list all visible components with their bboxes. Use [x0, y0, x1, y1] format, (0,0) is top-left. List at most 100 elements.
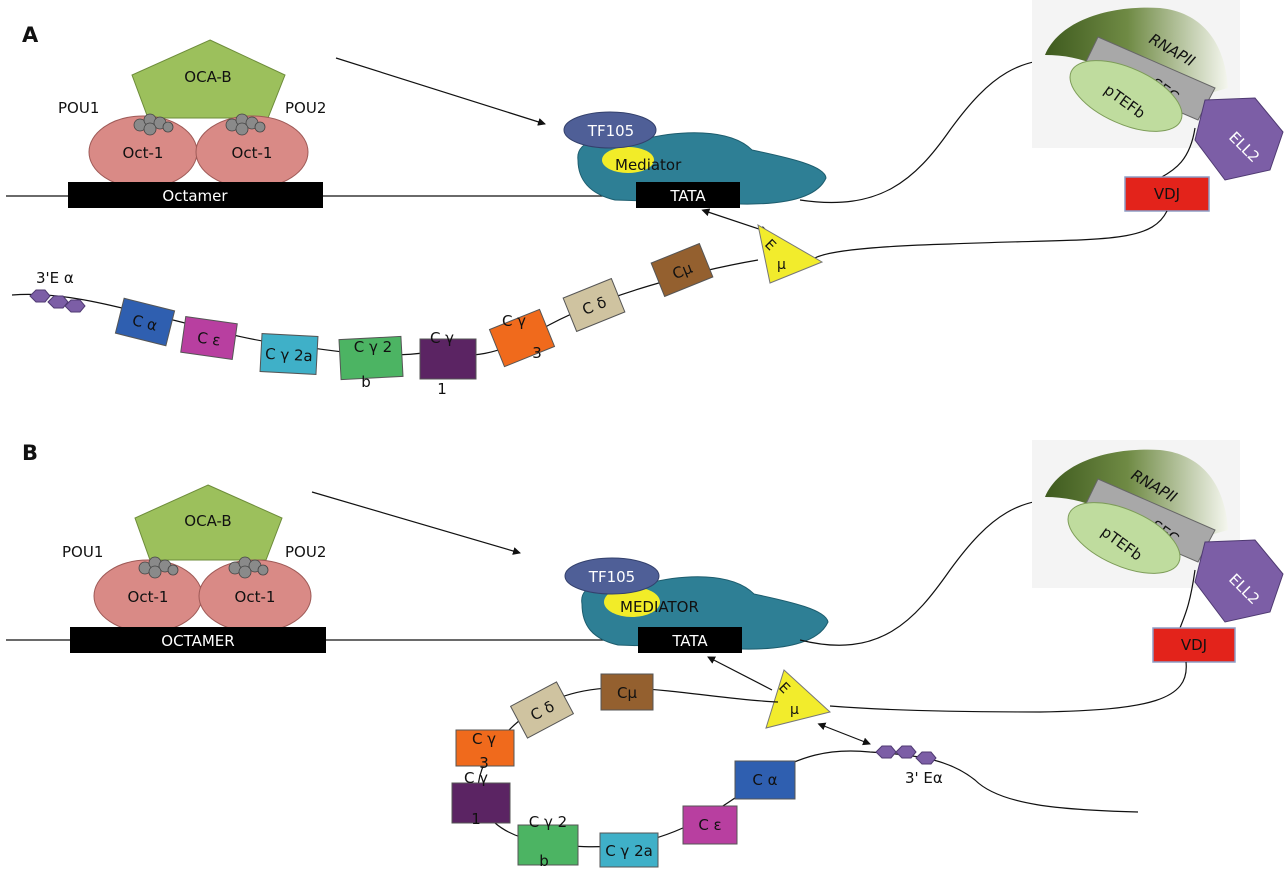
oca-b-label: OCA-B [184, 512, 231, 530]
octamer-box [70, 627, 326, 653]
c-alpha-segment [734, 760, 796, 800]
c-gamma1-label-top: C γ [464, 769, 488, 787]
vdj-to-emu-wire [829, 661, 1187, 713]
pou2-linker [228, 556, 269, 579]
c-gamma1-segment [419, 338, 477, 380]
c-gamma3-label-top: C γ [502, 312, 526, 330]
ptefb-factor [1069, 60, 1183, 132]
mediator-highlight [602, 147, 654, 173]
c-gamma2a-label: C γ 2a [605, 842, 653, 860]
octamer-box [68, 182, 323, 208]
panel-b-label: B [22, 441, 38, 465]
pou1-linker [138, 556, 179, 579]
pou2-linker [225, 113, 266, 136]
c-alpha-label: C α [752, 771, 777, 789]
tata-label: TATA [669, 187, 706, 205]
c-alpha-segment: C α [114, 297, 176, 347]
c-gamma3-label-top: C γ [472, 730, 496, 748]
c-epsilon-segment: C ε [180, 315, 238, 361]
octamer-label: Octamer [162, 187, 228, 205]
tata-box [636, 182, 740, 208]
emu-3e-arrow [817, 722, 871, 746]
mediator-label: MEDIATOR [620, 598, 699, 616]
enhancer-3-alpha-hexagons [29, 289, 86, 313]
c-gamma2b-label-bottom: b [361, 373, 371, 391]
mediator-label: Mediator [615, 156, 682, 174]
emu-tata-arrow [707, 656, 773, 691]
tata-emu-arrow [701, 208, 769, 234]
vdj-label: VDJ [1154, 185, 1180, 203]
e-mu-label-bottom: μ [790, 702, 799, 718]
c-gamma2b-label-bottom: b [539, 852, 549, 869]
pou1-label: POU1 [58, 99, 99, 117]
tata-box [638, 627, 742, 653]
c-gamma1-label-top: C γ [430, 329, 454, 347]
c-alpha-label: C α [130, 311, 159, 335]
c-gamma3-label-bottom: 3 [479, 754, 489, 772]
tata-label: TATA [671, 632, 708, 650]
c-gamma1-label-bottom: 1 [437, 380, 447, 398]
oca-b-label: OCA-B [184, 68, 231, 86]
c-mu-segment: Cμ [650, 242, 714, 298]
pou1-linker [133, 113, 174, 136]
octamer-label: OCTAMER [161, 632, 234, 650]
panel-a-label: A [22, 23, 39, 47]
oct1-right-label: Oct-1 [232, 144, 273, 162]
c-gamma2a-label: C γ 2a [265, 345, 314, 365]
tf105-label: TF105 [588, 568, 635, 586]
panel-b: B OCA-B Oct-1 Oct-1 POU1 POU2 OCTAMER TF… [6, 440, 1284, 869]
pou2-label: POU2 [285, 99, 326, 117]
vdj-label: VDJ [1181, 636, 1207, 654]
vdj-link-wire [1179, 569, 1196, 629]
c-delta-segment: C δ [562, 277, 626, 333]
c-epsilon-label: C ε [196, 328, 222, 349]
vdj-segment [1152, 627, 1236, 663]
e-mu-enhancer [765, 669, 832, 729]
oct1-left-label: Oct-1 [128, 588, 169, 606]
c-delta-segment: C δ [509, 681, 575, 739]
c-gamma1-label-bottom: 1 [471, 810, 481, 828]
transcript-wire [799, 498, 1076, 646]
c-epsilon-segment [682, 805, 738, 845]
c-gamma3-segment [488, 308, 556, 368]
tf105-factor [563, 111, 657, 149]
c-gamma3-segment [455, 729, 515, 767]
e-mu-label-bottom: μ [777, 257, 786, 273]
interaction-arrow [311, 491, 521, 555]
mediator-highlight [604, 587, 660, 617]
c-gamma2b-segment [338, 335, 404, 381]
transcript-wire [799, 58, 1076, 204]
enhancer-3-alpha-hexagons [875, 745, 937, 765]
enhancer-3-alpha-label: 3'E α [36, 269, 74, 287]
c-gamma2b-segment [517, 824, 579, 866]
interaction-arrow [335, 57, 546, 126]
vdj-to-emu-wire [814, 210, 1168, 259]
ell2-factor [1194, 97, 1284, 181]
enhancer-3-alpha-label: 3' Eα [905, 769, 943, 787]
oct1-right-label: Oct-1 [235, 588, 276, 606]
c-gamma3-label-bottom: 3 [532, 344, 542, 362]
vdj-segment [1124, 176, 1210, 212]
oct1-left-label: Oct-1 [123, 144, 164, 162]
oca-b-complex [134, 484, 283, 561]
ell2-factor [1194, 539, 1284, 623]
c-gamma2b-label-top: C γ 2 [354, 338, 392, 356]
c-gamma2b-label-top: C γ 2 [529, 813, 567, 831]
tf105-factor [564, 557, 660, 595]
panel-a: A OCA-B Oct-1 Oct-1 POU1 POU2 Octamer TF… [6, 0, 1284, 398]
c-gamma1-segment [451, 782, 511, 824]
c-gamma2a-segment [599, 832, 659, 868]
c-gamma2a-segment: C γ 2a [259, 333, 319, 375]
vdj-link-wire [1159, 127, 1196, 179]
c-epsilon-label: C ε [698, 816, 721, 834]
pou1-label: POU1 [62, 543, 103, 561]
c-mu-segment [600, 673, 654, 711]
oca-b-complex [131, 39, 286, 119]
pou2-label: POU2 [285, 543, 326, 561]
tf105-label: TF105 [587, 122, 634, 140]
c-mu-label: Cμ [617, 684, 637, 702]
ptefb-factor [1067, 502, 1181, 574]
e-mu-enhancer [757, 224, 824, 284]
